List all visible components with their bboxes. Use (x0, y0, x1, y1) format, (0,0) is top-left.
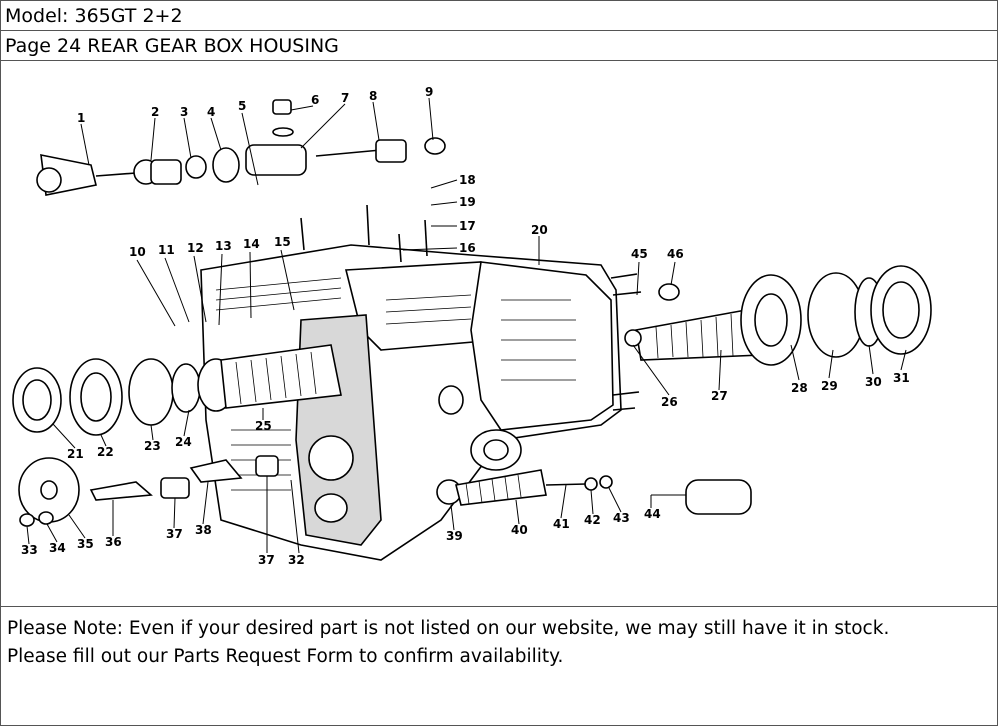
page-title: Page 24 REAR GEAR BOX HOUSING (5, 34, 339, 57)
callout-42: 42 (584, 513, 601, 527)
model-label: Model: 365GT 2+2 (5, 4, 183, 27)
callout-14: 14 (243, 237, 260, 251)
callout-23: 23 (144, 439, 161, 453)
callout-37-bottom: 37 (258, 553, 275, 567)
callout-12: 12 (187, 241, 204, 255)
callout-36: 36 (105, 535, 122, 549)
callout-37-right: 37 (166, 527, 183, 541)
callout-32: 32 (288, 553, 305, 567)
callout-46: 46 (667, 247, 684, 261)
callout-27: 27 (711, 389, 728, 403)
gearbox-housing (200, 204, 642, 561)
callout-41: 41 (553, 517, 570, 531)
gearbox-housing-drawing: 1 2 3 4 5 6 7 8 9 10 11 12 13 14 15 16 1… (12, 85, 932, 567)
callout-18: 18 (459, 173, 476, 187)
callout-45: 45 (631, 247, 648, 261)
callout-40: 40 (511, 523, 528, 537)
callout-9: 9 (425, 85, 433, 99)
callout-30: 30 (865, 375, 882, 389)
callout-15: 15 (274, 235, 291, 249)
callout-8: 8 (369, 89, 377, 103)
leader-lines (26, 97, 907, 554)
note-line-2: Please fill out our Parts Request Form t… (7, 646, 564, 667)
callout-19: 19 (459, 195, 476, 209)
callout-34: 34 (49, 541, 66, 555)
callout-3: 3 (180, 105, 188, 119)
callout-28: 28 (791, 381, 808, 395)
callout-33: 33 (21, 543, 38, 557)
selector-assembly (36, 99, 446, 196)
callout-20: 20 (531, 223, 548, 237)
callout-22: 22 (97, 445, 114, 459)
page-header: Page 24 REAR GEAR BOX HOUSING (0, 30, 998, 61)
exploded-parts-diagram: 1 2 3 4 5 6 7 8 9 10 11 12 13 14 15 16 1… (0, 60, 998, 606)
output-shaft-assembly (624, 265, 932, 366)
callout-11: 11 (158, 243, 175, 257)
callout-7: 7 (341, 91, 349, 105)
callout-24: 24 (175, 435, 192, 449)
callout-5: 5 (238, 99, 246, 113)
callout-1: 1 (77, 111, 85, 125)
stock-note: Please Note: Even if your desired part i… (0, 606, 998, 726)
callout-29: 29 (821, 379, 838, 393)
model-header: Model: 365GT 2+2 (0, 0, 998, 31)
callout-13: 13 (215, 239, 232, 253)
lower-small-parts (18, 455, 752, 527)
callout-4: 4 (207, 105, 215, 119)
callout-2: 2 (151, 105, 159, 119)
note-line-1: Please Note: Even if your desired part i… (7, 618, 890, 639)
callout-43: 43 (613, 511, 630, 525)
callout-35: 35 (77, 537, 94, 551)
callout-26: 26 (661, 395, 678, 409)
callout-38: 38 (195, 523, 212, 537)
callout-31: 31 (893, 371, 910, 385)
input-shaft-assembly (12, 344, 342, 436)
callout-6: 6 (311, 93, 319, 107)
callout-21: 21 (67, 447, 84, 461)
callout-16: 16 (459, 241, 476, 255)
callout-44: 44 (644, 507, 661, 521)
callout-17: 17 (459, 219, 476, 233)
callout-10: 10 (129, 245, 146, 259)
callout-25: 25 (255, 419, 272, 433)
callout-labels: 1 2 3 4 5 6 7 8 9 10 11 12 13 14 15 16 1… (21, 85, 910, 567)
callout-39: 39 (446, 529, 463, 543)
